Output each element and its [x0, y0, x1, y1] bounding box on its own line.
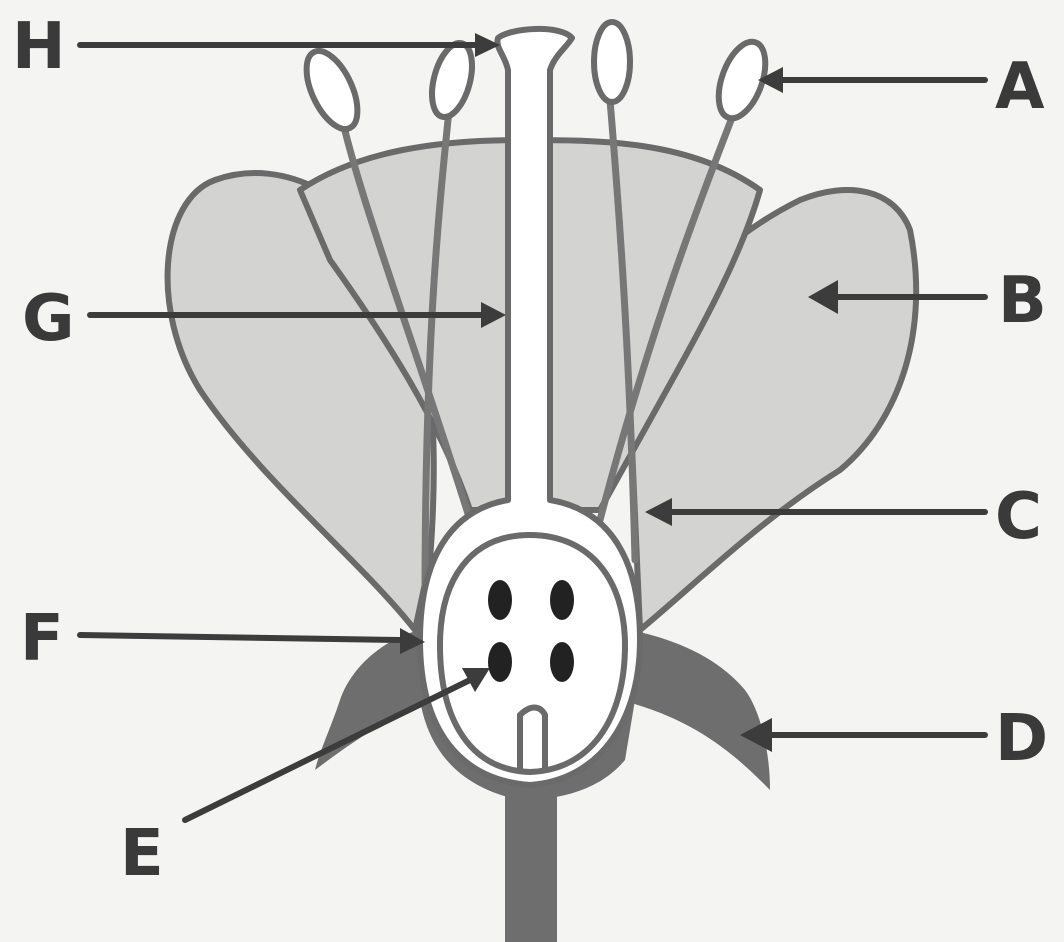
label-b: B — [998, 264, 1047, 338]
pedicel — [505, 790, 557, 942]
label-h: H — [12, 10, 66, 84]
ovule-4 — [550, 642, 574, 682]
label-d: D — [995, 702, 1048, 776]
anther-3 — [594, 22, 630, 102]
anther-2 — [425, 39, 479, 122]
ovule-3 — [488, 642, 512, 682]
label-e: E — [120, 817, 164, 891]
label-f: F — [20, 602, 64, 676]
leader-line-f — [80, 635, 400, 640]
label-g: G — [22, 282, 75, 356]
leader-line-e — [185, 680, 470, 820]
label-c: C — [995, 480, 1042, 554]
ovule-2 — [550, 580, 574, 620]
label-a: A — [995, 50, 1045, 124]
ovule-1 — [488, 580, 512, 620]
anther-1 — [296, 43, 368, 136]
